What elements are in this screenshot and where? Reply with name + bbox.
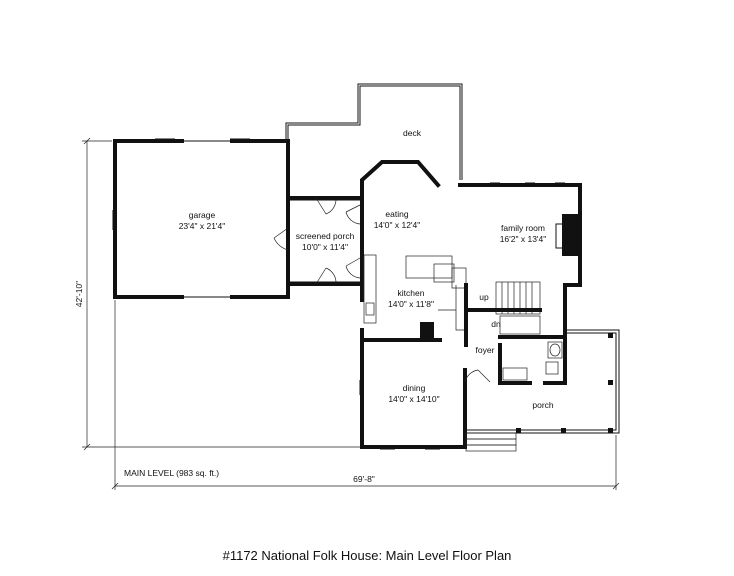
kitchen-size: 14'0" x 11'8" [388,299,434,309]
front-porch [465,329,620,452]
garage-size: 23'4" x 21'4" [179,221,226,231]
staircase [464,281,542,335]
plan-caption: #1172 National Folk House: Main Level Fl… [222,548,512,563]
screened-porch-label: screened porch [296,231,355,241]
main-level-note: MAIN LEVEL (983 sq. ft.) [124,468,219,478]
width-dimension-label: 69'-8" [353,474,375,484]
garage-label: garage [189,210,216,220]
garage-walls [112,138,290,299]
porch-label: porch [532,400,554,410]
screened-porch-size: 10'0" x 11'4" [302,242,348,252]
foyer-label: foyer [476,345,495,355]
screened-porch-walls [286,196,362,286]
house-walls [359,160,582,450]
kitchen-label: kitchen [398,288,425,298]
dimension-width [111,300,620,490]
stair-up-label: up [479,292,489,302]
eating-size: 14'0" x 12'4" [374,220,421,230]
dining-size: 14'0" x 14'10" [388,394,439,404]
dining-label: dining [403,383,426,393]
family-room-label: family room [501,223,545,233]
stair-down-label: dn [491,319,501,329]
deck-outline [285,83,463,180]
eating-label: eating [385,209,408,219]
deck-label: deck [403,128,422,138]
family-room-size: 16'2" x 13'4" [500,234,547,244]
depth-dimension-label: 42'-10" [74,281,84,307]
dimension-depth [82,137,360,451]
